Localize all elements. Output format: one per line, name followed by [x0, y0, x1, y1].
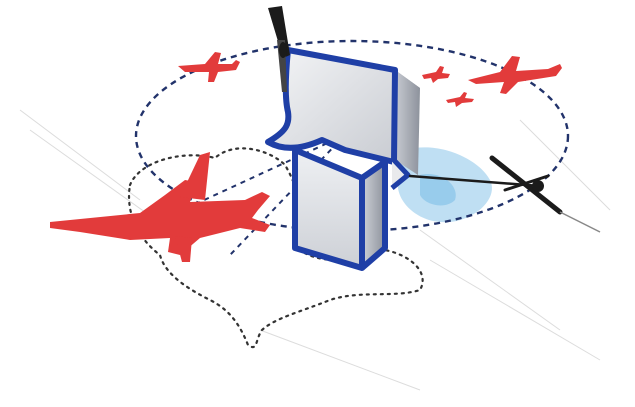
aircraft-left-icon — [178, 52, 240, 82]
aircraft-right-icon — [468, 56, 562, 94]
aircraft-small-2-icon — [446, 92, 474, 107]
question-block-top — [268, 50, 395, 162]
aircraft-small-1-icon — [422, 66, 450, 83]
large-aircraft-icon — [50, 152, 270, 262]
question-block-stem — [295, 150, 362, 268]
question-block — [268, 50, 420, 268]
